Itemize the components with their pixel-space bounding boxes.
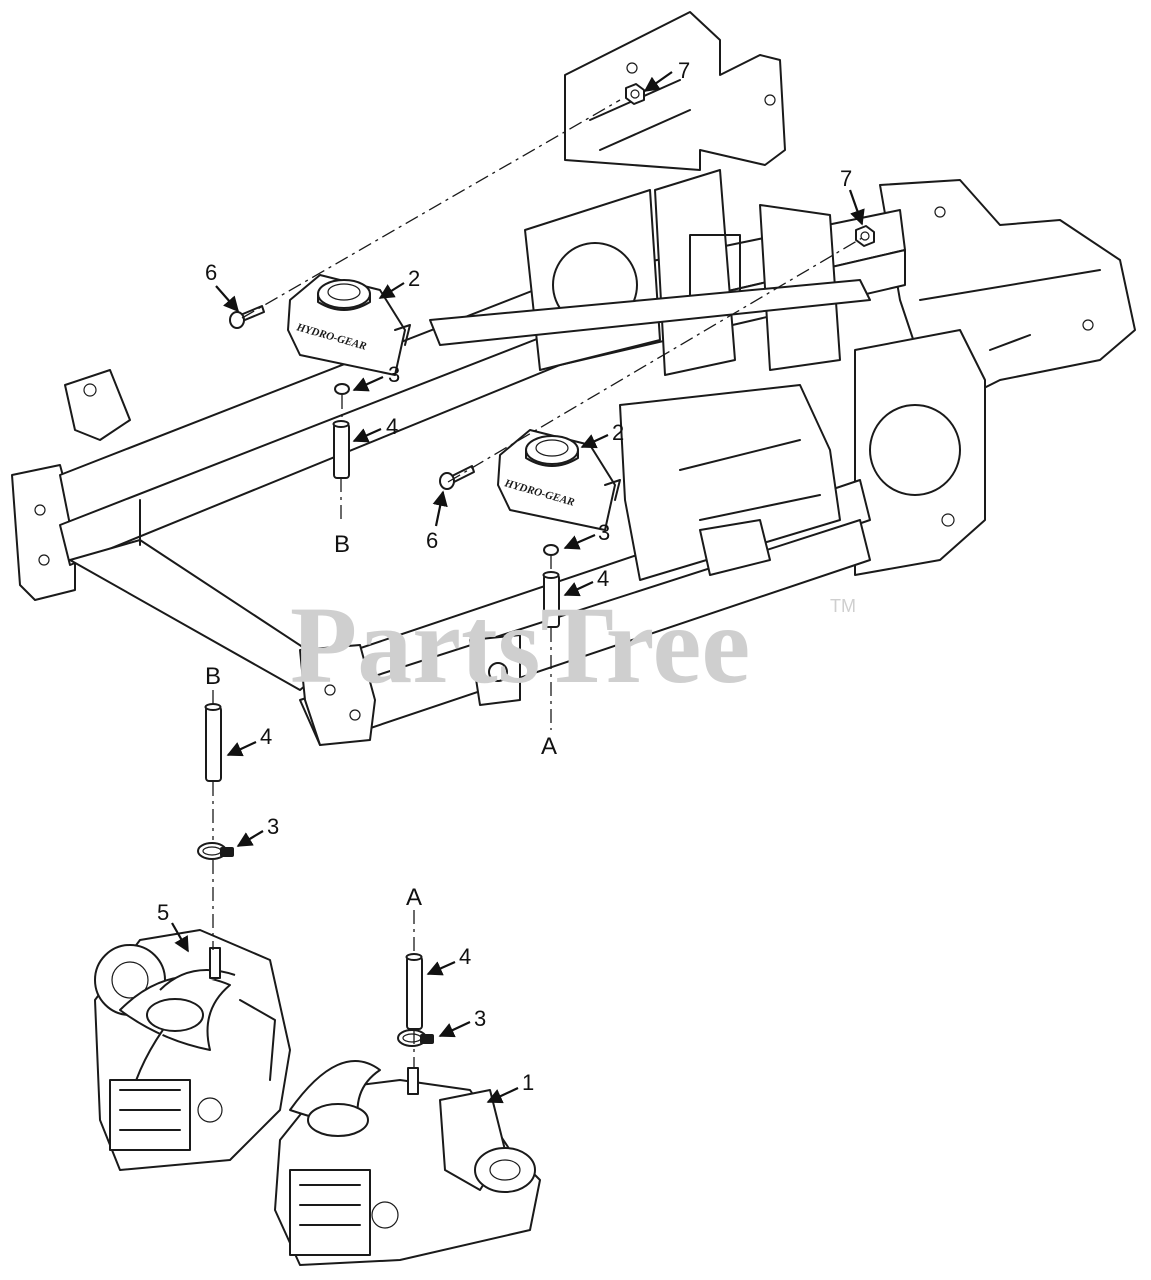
arrow-7-right	[848, 189, 865, 226]
transaxle-right	[274, 1060, 541, 1266]
callout-3-lower-left: 3	[267, 814, 279, 839]
connector-a-lower: A	[406, 884, 422, 911]
oil-reservoir-left: HYDRO-GEAR	[287, 274, 411, 376]
hose-clamp-upper-left	[334, 383, 350, 395]
callout-7-rear: 7	[678, 58, 690, 83]
connector-b-lower: B	[205, 663, 221, 690]
callout-6-left: 6	[205, 260, 217, 285]
callout-4-lower-left: 4	[260, 724, 272, 749]
callout-2-right: 2	[612, 420, 624, 445]
arrow-2-right	[580, 434, 609, 449]
callout-6-right: 6	[426, 528, 438, 553]
callout-4-lower-right: 4	[459, 944, 471, 969]
arrow-3-upper-left	[352, 375, 384, 392]
callout-3-lower-right: 3	[474, 1006, 486, 1031]
callout-3-upper-right: 3	[598, 520, 610, 545]
callout-7-right: 7	[840, 166, 852, 191]
hose-lower-left	[204, 703, 222, 782]
hose-upper-left	[332, 420, 350, 479]
arrow-6-right	[432, 490, 448, 527]
arrow-3-upper-right	[563, 533, 596, 550]
hose-upper-right	[542, 571, 560, 628]
callout-labels: 7 7 6 2 3 4 2 6 3 4 4 3 5 4 3 1	[157, 58, 852, 1095]
assembly-lines	[212, 99, 863, 1068]
hex-nut-rear	[625, 83, 645, 105]
watermark-text: PartsTree	[290, 584, 750, 706]
arrow-4-lower-left	[226, 741, 257, 757]
arrow-3-lower-left	[236, 830, 264, 847]
bolt-left	[229, 305, 265, 329]
hex-nut-right	[855, 225, 875, 247]
arrow-1	[486, 1087, 519, 1104]
hose-clamp-lower-right	[397, 1029, 434, 1047]
arrow-4-upper-left	[352, 427, 382, 443]
hose-lower-right	[405, 953, 423, 1030]
callout-3-upper-left: 3	[388, 362, 400, 387]
hose-clamp-lower-left	[197, 842, 234, 860]
arrow-4-lower-right	[426, 960, 456, 976]
connector-labels: B A B A	[205, 531, 557, 911]
connector-a-upper: A	[541, 733, 557, 760]
callout-4-upper-right: 4	[597, 566, 609, 591]
callout-5: 5	[157, 900, 169, 925]
transaxle-left	[94, 929, 291, 1171]
arrow-4-upper-right	[563, 581, 594, 597]
bolt-right	[439, 465, 475, 490]
hose-clamp-upper-right	[543, 544, 559, 556]
arrow-3-lower-right	[438, 1021, 471, 1038]
connector-b-upper: B	[334, 531, 350, 558]
arrow-6-left	[215, 285, 240, 313]
callout-arrows	[171, 71, 865, 1104]
callout-2-left: 2	[408, 266, 420, 291]
arrow-5	[171, 922, 189, 953]
watermark-tm: TM	[830, 596, 856, 616]
oil-reservoir-right: HYDRO-GEAR	[497, 429, 621, 531]
callout-1: 1	[522, 1070, 534, 1095]
arrow-7-rear	[643, 71, 673, 92]
mower-frame	[11, 11, 1136, 746]
watermark: PartsTree TM	[290, 584, 856, 706]
callout-4-upper-left: 4	[386, 414, 398, 439]
arrow-2-left	[378, 282, 405, 299]
